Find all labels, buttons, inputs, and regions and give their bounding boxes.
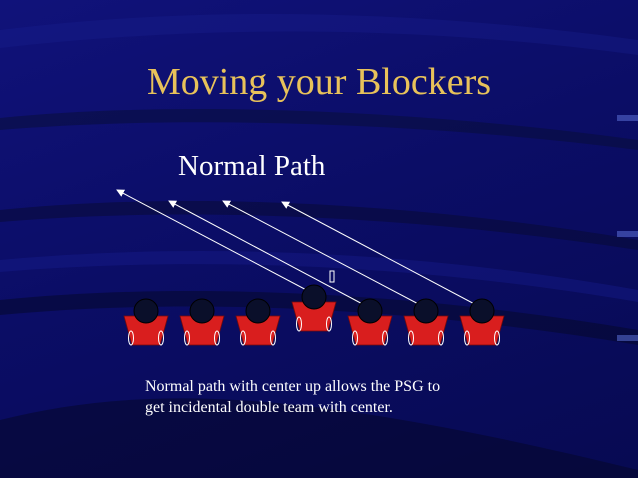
center-marker — [329, 270, 335, 283]
blocker-path-arrow — [222, 200, 427, 309]
slide-subtitle: Normal Path — [178, 150, 326, 182]
blocker-path-arrow — [116, 189, 315, 295]
player-head — [357, 298, 383, 324]
player-skate — [464, 330, 470, 346]
blocker-path-arrow — [168, 200, 371, 309]
caption-line-2: get incidental double team with center. — [145, 399, 393, 416]
player-skate — [382, 330, 388, 346]
player-head — [413, 298, 439, 324]
player-skate — [352, 330, 358, 346]
blocker-player — [235, 298, 281, 346]
slide-title: Moving your Blockers — [146, 61, 492, 103]
player-head — [301, 284, 327, 310]
center-player — [291, 270, 337, 332]
player-skate — [270, 330, 276, 346]
player-head — [189, 298, 215, 324]
blocker-player — [123, 298, 169, 346]
blocker-player — [459, 298, 505, 346]
player-skate — [326, 316, 332, 332]
blocker-player — [347, 298, 393, 346]
player-skate — [128, 330, 134, 346]
player-skate — [494, 330, 500, 346]
player-skate — [438, 330, 444, 346]
player-skate — [296, 316, 302, 332]
player-head — [133, 298, 159, 324]
player-skate — [158, 330, 164, 346]
player-head — [469, 298, 495, 324]
caption: Normal path with center up allows the PS… — [145, 376, 525, 418]
player-skate — [240, 330, 246, 346]
player-head — [245, 298, 271, 324]
player-skate — [184, 330, 190, 346]
blocker-path-arrow — [281, 201, 483, 309]
blocker-player — [179, 298, 225, 346]
player-skate — [214, 330, 220, 346]
player-skate — [408, 330, 414, 346]
blocker-player — [403, 298, 449, 346]
caption-line-1: Normal path with center up allows the PS… — [145, 378, 441, 395]
